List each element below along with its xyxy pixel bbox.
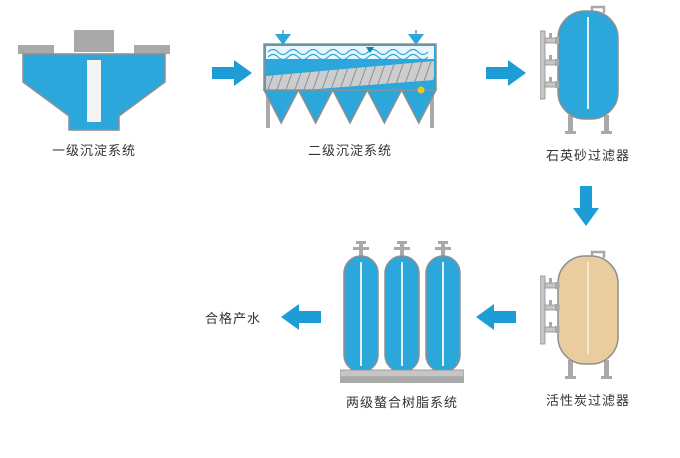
arrow-left-icon (281, 304, 321, 330)
arrow-down-icon (573, 186, 599, 226)
activated-carbon-filter-icon (540, 250, 619, 379)
node-label-chelating-resin-system: 两级螯合树脂系统 (345, 396, 458, 411)
inlet-funnels (275, 30, 424, 45)
arrow-left-icon (476, 304, 516, 330)
node-primary-sedimentation: 一级沉淀系统 (18, 30, 170, 159)
quartz-sand-filter-icon (540, 5, 619, 134)
tank-legs (266, 88, 434, 128)
node-chelating-resin-system: 两级螯合树脂系统 (340, 238, 464, 411)
clarifier-center-well (87, 60, 101, 122)
node-label-product-water: 合格产水 (204, 312, 261, 327)
chelating-resin-system-icon (340, 241, 464, 383)
node-product-water: 合格产水 (195, 308, 271, 327)
secondary-sedimentation-icon (262, 30, 438, 128)
sludge-hoppers (262, 89, 438, 125)
side-piping (540, 275, 560, 345)
flow-arrow-5-left (281, 301, 321, 333)
clarifier-structure (18, 30, 170, 54)
node-quartz-sand-filter: 石英砂过滤器 (540, 5, 636, 164)
base-skid (340, 369, 464, 383)
water-level-marker (366, 47, 374, 53)
node-label-activated-carbon-filter: 活性炭过滤器 (545, 394, 630, 409)
vessel-legs (565, 360, 612, 379)
vessel-legs (565, 115, 612, 134)
flow-arrow-2-right (486, 57, 526, 89)
node-activated-carbon-filter: 活性炭过滤器 (540, 250, 636, 409)
flow-arrow-3-down (570, 186, 602, 226)
top-valves (353, 241, 451, 258)
node-label-quartz-sand-filter: 石英砂过滤器 (545, 149, 630, 164)
arrow-right-icon (486, 60, 526, 86)
node-label-primary-sedimentation: 一级沉淀系统 (51, 144, 136, 159)
primary-sedimentation-icon (18, 30, 170, 131)
resin-columns (343, 255, 461, 373)
node-secondary-sedimentation: 二级沉淀系统 (260, 30, 440, 159)
side-piping (540, 30, 560, 100)
flow-arrow-1-right (212, 57, 252, 89)
node-label-secondary-sedimentation: 二级沉淀系统 (307, 144, 392, 159)
flow-arrow-4-left (476, 301, 516, 333)
valve-indicator-dot (417, 86, 425, 94)
arrow-right-icon (212, 60, 252, 86)
